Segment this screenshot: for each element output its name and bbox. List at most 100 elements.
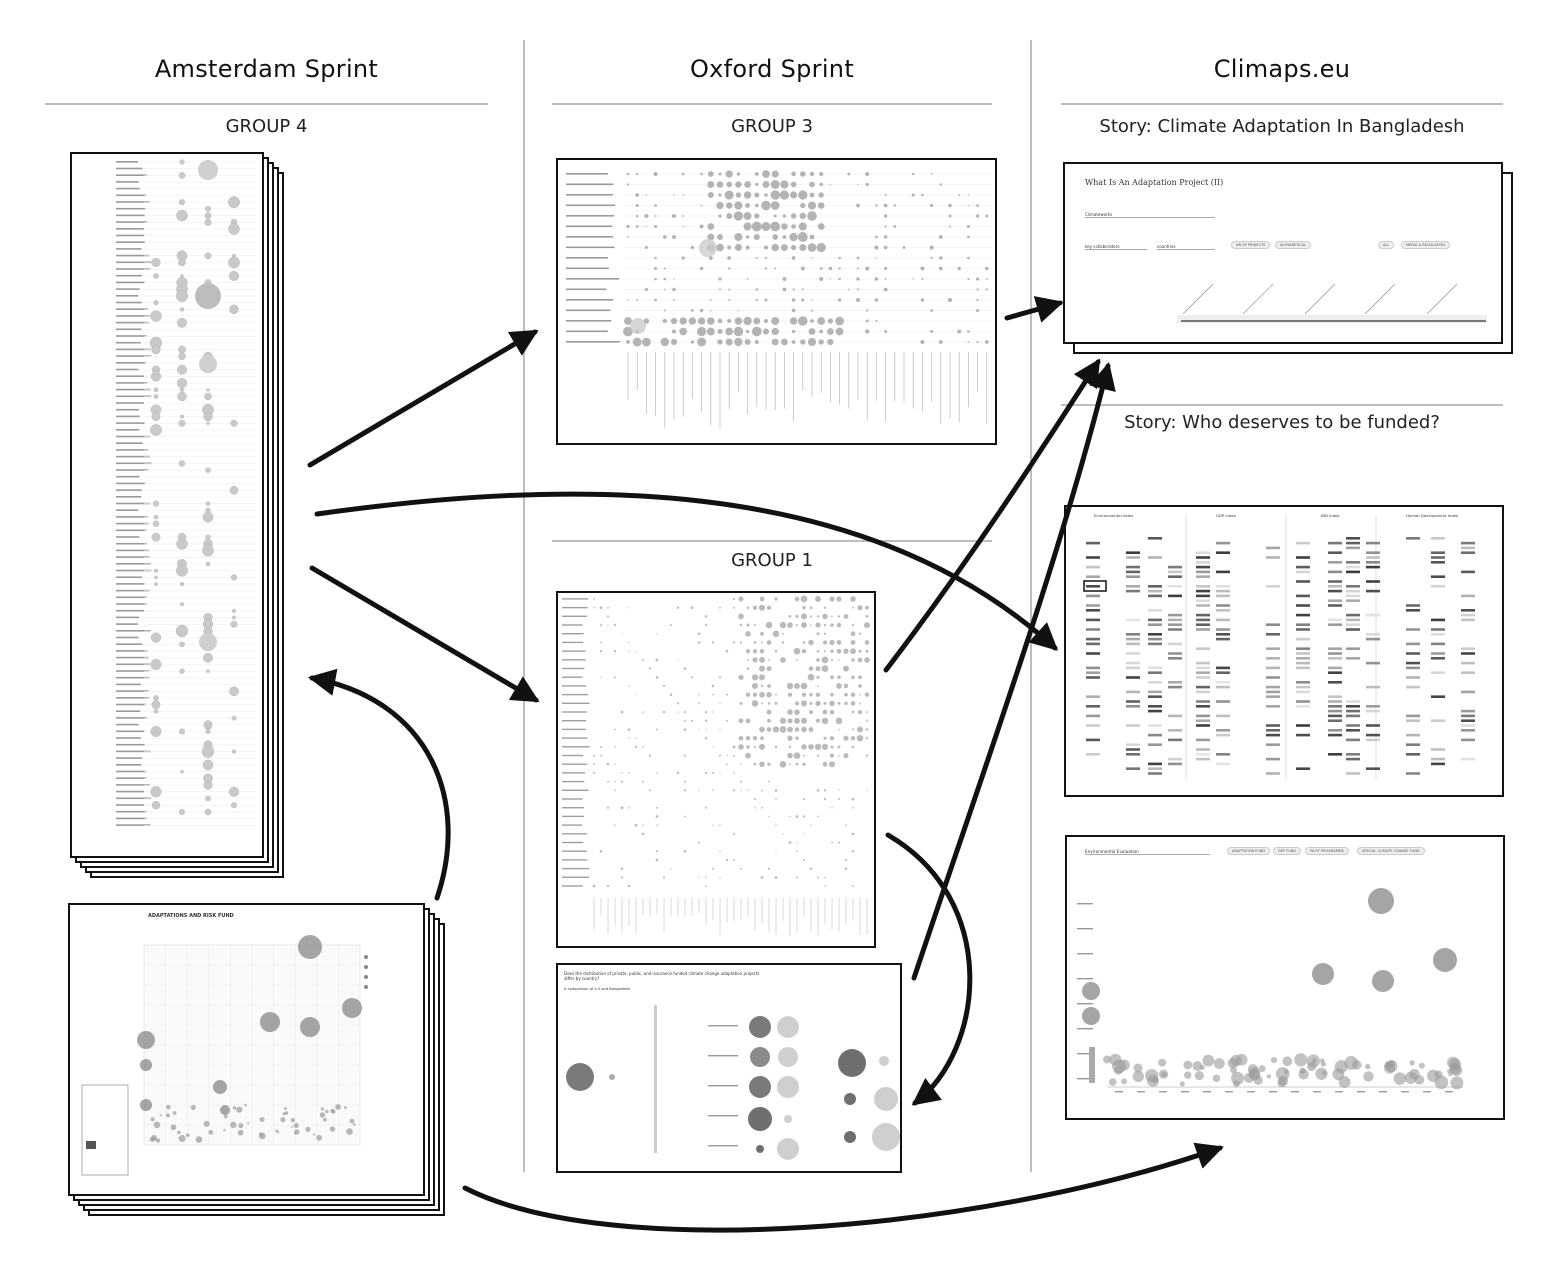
dot-mark [764,193,768,197]
tick-label-mark [1159,1091,1167,1093]
dot-mark [802,858,806,862]
row-label-mark [116,207,146,210]
dot-mark [856,256,860,260]
dot-mark [787,692,793,697]
dot-mark [698,789,700,792]
heat-cell [1296,604,1310,607]
bubble-mark [150,726,162,737]
dot-mark [803,833,805,835]
dot-mark [766,691,772,698]
highlight-box [1083,580,1107,592]
heat-cell [1431,561,1445,564]
dot-mark [847,288,850,291]
scatter-select[interactable]: Environmental Evaluation [1085,849,1210,855]
heat-cell [1168,623,1182,626]
dot-mark [938,235,943,239]
select-collaborators[interactable]: key collaborators [1085,244,1147,250]
dot-mark [921,193,924,197]
dot-mark [800,595,808,603]
dot-mark [635,203,639,208]
dot-mark [788,841,792,844]
row-label-mark [562,598,589,600]
bubble-mark [230,802,238,809]
row-label-mark [708,1145,738,1147]
dot-mark [798,222,807,231]
heat-cell [1196,676,1210,679]
row-label-mark [116,676,150,679]
dot-mark [626,340,630,344]
heat-cell [1266,556,1280,559]
heat-cell [1266,647,1280,650]
row-label-mark [708,1085,738,1087]
dot-mark [837,745,841,749]
bubble-mark [1388,1060,1396,1067]
media-regulation-button[interactable]: MEDIA & REGULATION [1401,241,1450,249]
heat-cell [1266,666,1280,670]
select-climateworks[interactable]: Climateworks [1085,212,1215,218]
bubble-mark [777,1016,799,1038]
dot-mark [787,709,793,715]
heat-cell [1406,719,1420,722]
dot-mark [801,648,807,654]
bubble-mark [223,1114,228,1119]
heat-cell [1328,623,1342,626]
row-label-mark [116,308,148,310]
dot-mark [697,632,701,636]
dot-mark [763,318,769,324]
alphabetical-button[interactable]: ALPHABETICAL [1275,241,1312,249]
heat-cell [1328,733,1342,737]
dot-mark [599,849,603,853]
bubble-mark [177,364,187,375]
dot-mark [829,278,832,280]
dot-mark [800,202,806,209]
dot-mark [838,256,841,260]
bubble-mark [150,658,162,671]
heat-cell [1126,767,1140,770]
heat-cell [1328,719,1342,722]
row-label-mark [562,754,584,757]
bubble-mark [1258,1065,1266,1073]
row-label-mark [116,797,152,800]
group3-matrix-chart [556,158,997,445]
tick-label-mark [1077,978,1093,980]
dot-mark [816,754,820,757]
heat-cell [1168,652,1182,655]
heat-cell [1328,753,1342,756]
heat-cell [1406,772,1420,775]
dot-mark [866,711,868,714]
bubble-mark [290,1117,296,1123]
dot-mark [697,641,701,644]
select-countries[interactable]: countries [1157,244,1215,250]
heat-cell [1196,585,1210,588]
dot-mark [690,676,694,679]
heat-cell [1431,652,1445,655]
heat-cell [1126,652,1140,655]
heat-cell [1216,753,1230,756]
scatter-pill[interactable]: SPECIAL CLIMATE CHANGE FUND [1357,847,1425,855]
heat-cell [1148,642,1162,646]
projects-count-button[interactable]: NR OF PROJECTS [1231,241,1271,249]
dot-mark [635,225,639,228]
bubble-mark [282,1112,286,1116]
dot-mark [875,204,878,207]
heat-cell [1196,685,1210,689]
dot-mark [792,288,795,291]
dot-mark [645,194,648,196]
dot-mark [801,298,805,302]
heat-cell [1086,541,1100,545]
bubble-mark [260,1012,280,1032]
row-label-mark [116,214,146,217]
scatter-pill[interactable]: PILOT PROGRAMME [1305,847,1349,855]
bubble-mark [205,561,211,567]
all-button[interactable]: ALL [1378,241,1395,249]
dot-mark [712,746,714,748]
bubble-mark [175,624,189,638]
bubble-mark [220,1105,230,1115]
dot-mark [683,850,687,853]
dot-mark [738,735,744,741]
scatter-pill[interactable]: GEF FUND [1273,847,1301,855]
dot-mark [627,728,631,731]
scatter-pill[interactable]: ADAPTATION FUND [1227,847,1271,855]
bubble-mark [1433,948,1457,972]
bubble-mark [205,467,211,473]
